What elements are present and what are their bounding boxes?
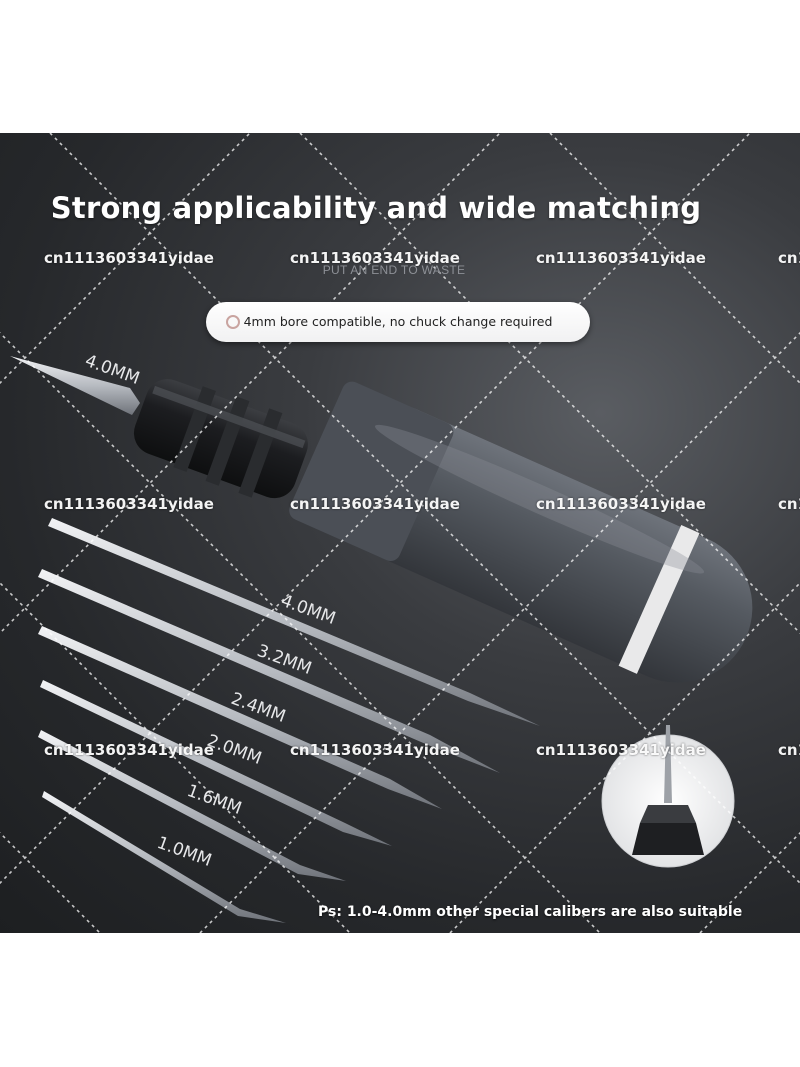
chuck-detail-inset <box>601 725 735 868</box>
needle-2-4 <box>38 626 442 809</box>
watermark-text: cn1113603341yidae <box>536 495 706 513</box>
product-illustration: 4.0MM 4.0MM 3.2MM 2.4MM 2.0MM 1.6MM 1.0M… <box>0 133 800 933</box>
awl-chuck <box>133 379 308 499</box>
needle-1-6 <box>38 730 346 881</box>
headline: Strong applicability and wide matching <box>50 191 702 225</box>
watermark-text: cn1113603341yidae <box>290 249 460 267</box>
awl-handle <box>289 381 753 683</box>
watermark-text: cn1113603341yidae <box>290 495 460 513</box>
needle-1-0 <box>42 791 286 923</box>
watermark-text: cn1113603341yidae <box>44 495 214 513</box>
watermark-text: cn1113603341yidae <box>778 741 800 759</box>
watermark-text: cn1113603341yidae <box>778 249 800 267</box>
watermark-text: cn1113603341yidae <box>44 741 214 759</box>
needle-set <box>38 518 540 923</box>
feature-pill: 4mm bore compatible, no chuck change req… <box>206 302 590 342</box>
needle-4-0 <box>48 518 540 726</box>
product-photo: 4.0MM 4.0MM 3.2MM 2.4MM 2.0MM 1.6MM 1.0M… <box>0 133 800 933</box>
needle-3-2 <box>38 569 500 773</box>
footnote: Ps: 1.0-4.0mm other special calibers are… <box>318 904 743 920</box>
pill-ring-icon <box>226 315 240 329</box>
subheadline: PUT AN END TO WASTE <box>322 263 466 277</box>
watermark-text: cn1113603341yidae <box>536 249 706 267</box>
watermark-text: cn1113603341yidae <box>778 495 800 513</box>
pill-text: 4mm bore compatible, no chuck change req… <box>243 314 553 329</box>
needle-2-0 <box>40 680 392 846</box>
watermark-text: cn1113603341yidae <box>44 249 214 267</box>
watermark-text: cn1113603341yidae <box>290 741 460 759</box>
awl-tip <box>10 356 140 415</box>
watermark-text: cn1113603341yidae <box>536 741 706 759</box>
awl-tool <box>10 356 753 683</box>
